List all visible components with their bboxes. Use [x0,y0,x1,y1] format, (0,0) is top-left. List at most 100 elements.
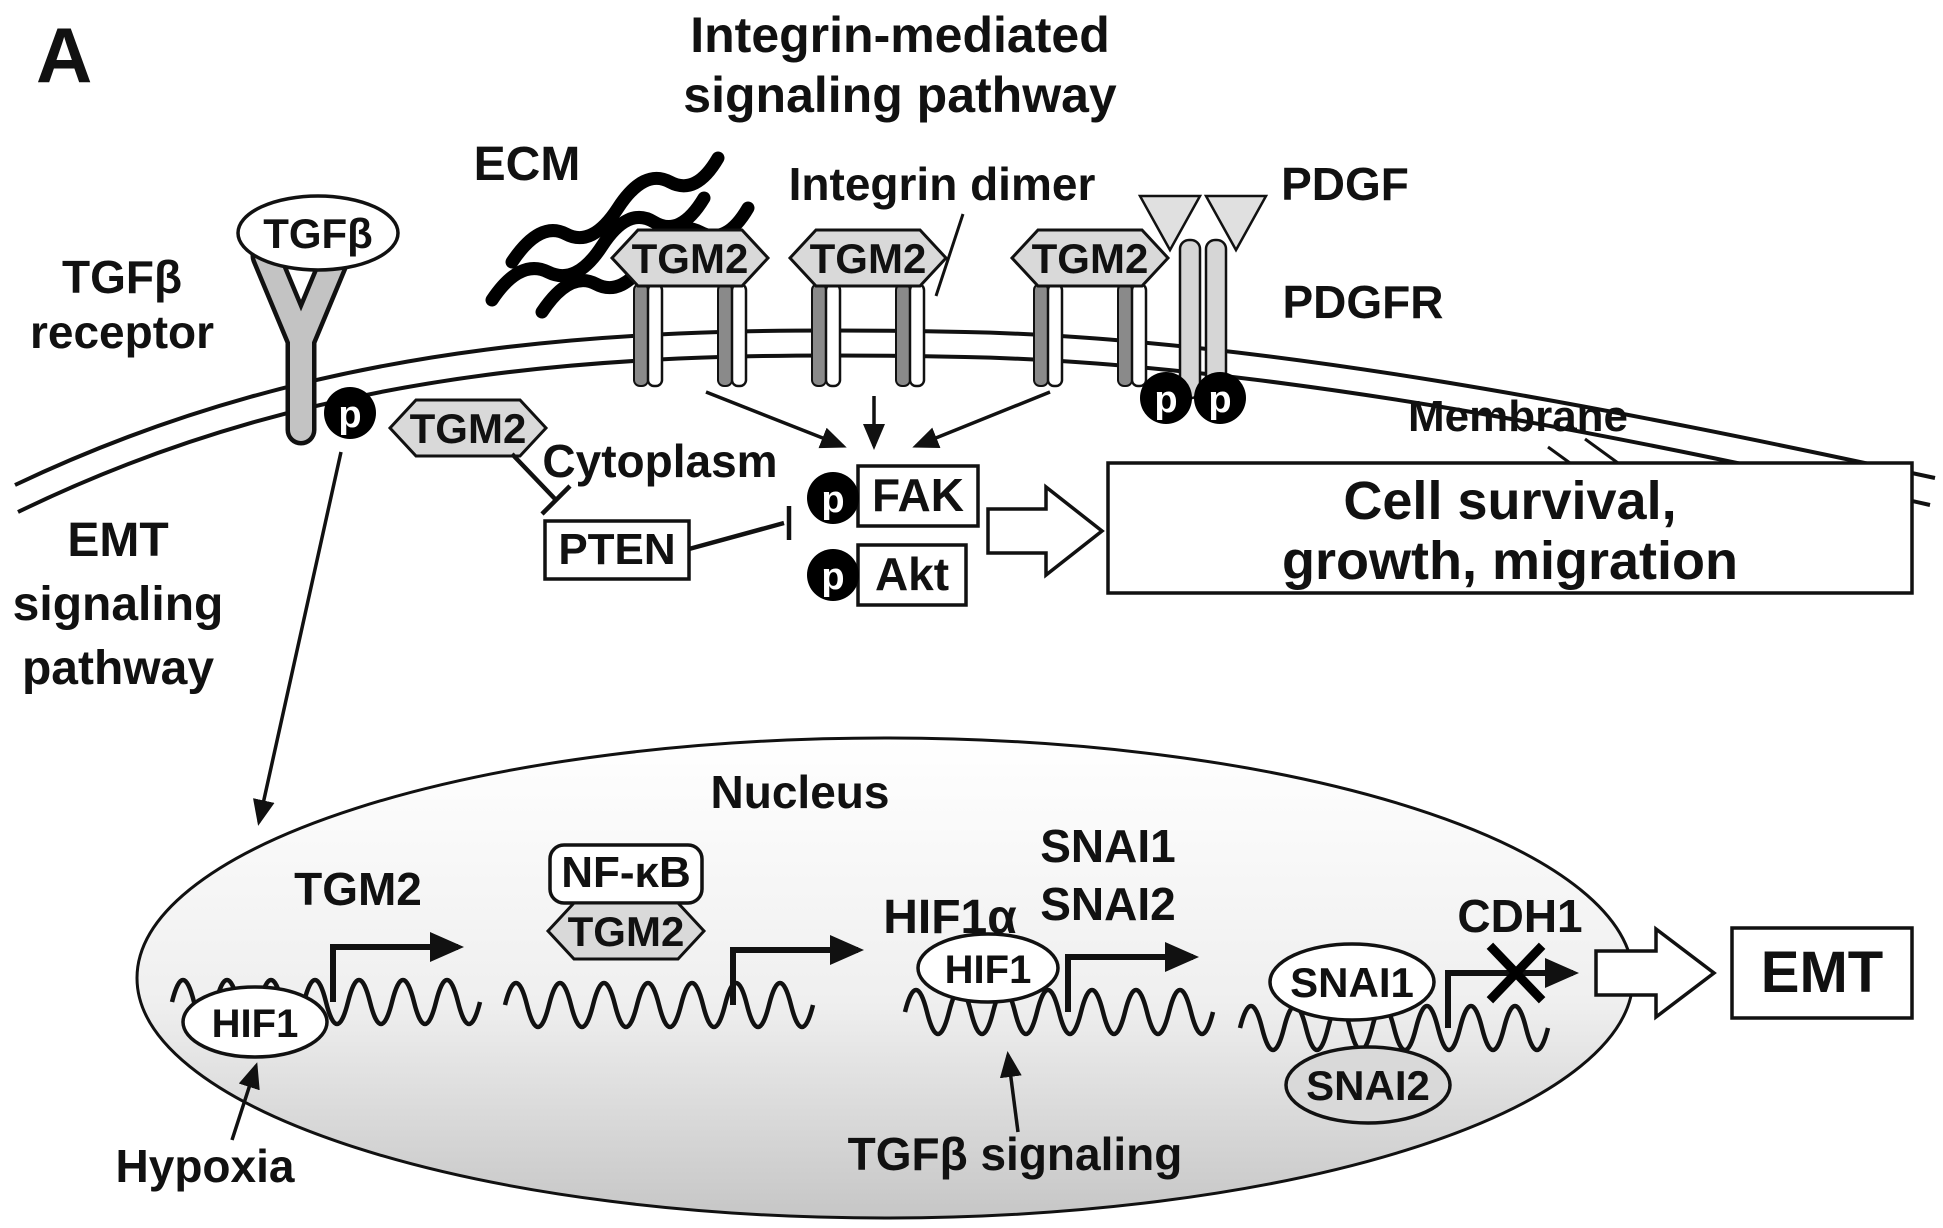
snai1-ellipse [1268,942,1436,1022]
hypoxia-arrow [230,1062,260,1141]
membrane-inner-line [17,353,1931,514]
emt-block-arrow [1594,925,1717,1021]
tgm2-label: TGM2 [632,235,749,282]
integrin-subunit-light [824,282,842,388]
pdgf-ligand-triangle [1203,194,1269,253]
receptor-to-nucleus-arrow [253,451,343,826]
phospho-circle [807,549,859,601]
pten-inhibits-fak-line [688,520,785,552]
pdgfr-label: PDGFR [1283,276,1444,328]
cell-membrane: Membrane [14,328,1936,514]
nfkb-label: NF-κB [561,848,691,897]
title-line-1: Integrin-mediated [690,7,1109,63]
tgm2-hexagon [1009,228,1171,288]
phospho-label: p [1154,379,1177,421]
title-line-2: signaling pathway [683,67,1117,123]
ecm-fiber [485,191,711,307]
tgm2-nuclear-label: TGM2 [568,908,685,955]
gene-label-tgm2: TGM2 [294,863,422,915]
integrin-subunit-dark [1117,283,1133,387]
hypoxia-label: Hypoxia [116,1140,295,1192]
membrane-pointer-line [1584,437,1619,465]
pdgfr-subunit [1178,238,1202,400]
integrin-subunit-dark [717,283,733,387]
tgm2-hexagon-nuclear [545,901,707,961]
tgfb-ligand-ellipse [236,194,400,272]
membrane-label: Membrane [1408,392,1628,441]
diagram-title: Integrin-mediated signaling pathway [683,7,1117,123]
tgm2-inhibits-pten-bar [540,484,572,516]
emt-box [1730,926,1914,1020]
ecm-label: ECM [474,138,581,191]
tgm2-hexagon-cytoplasm [387,398,549,458]
hif1-label: HIF1 [212,1002,299,1046]
phospho-label: p [821,479,844,521]
tgm2-cytoplasm-label: TGM2 [410,405,527,452]
integrin-to-fak-arrow [705,390,847,449]
phospho-circle [807,472,859,524]
integrin-subunit-light [1046,282,1064,388]
pdgf-ligand-triangle [1137,194,1203,253]
tgm2-inhibits-pten-line [510,452,558,502]
integrin-subunit-light [908,282,926,388]
snai1-label: SNAI1 [1290,959,1414,1006]
gene-label-cdh1: CDH1 [1457,890,1582,942]
gene-label-snai1: SNAI1 [1040,820,1175,872]
ecm-fiber [505,151,725,269]
emt-signaling-pathway: EMT signaling pathway [13,451,343,826]
integrin-subunit-dark [895,283,911,387]
panel-letter: A [36,11,92,99]
pten-box [543,519,691,581]
akt-label: Akt [875,548,949,600]
integrin-dimer-label: Integrin dimer [789,158,1096,210]
tgfb-receptor-label-line-1: TGFβ [62,251,182,303]
phospho-circle [1194,372,1246,424]
tgfb-receptor-complex: TGFβ TGFβ receptor p [30,194,400,446]
cytoplasm-label: Cytoplasm [542,435,777,487]
hif1-label: HIF1 [945,948,1032,992]
snai2-label: SNAI2 [1306,1062,1430,1109]
tgfb-receptor-label-line-2: receptor [30,306,214,358]
cell-survival-line-1: Cell survival, [1343,471,1676,531]
fak-label: FAK [872,469,964,521]
hif1-ellipse [181,985,329,1059]
integrin-subunit-dark [1033,283,1049,387]
phospho-label: p [338,394,361,436]
pdgf-receptor-complex: PDGF PDGFR p p [1137,158,1444,424]
tgm2-hexagon [609,228,771,288]
integrin-tgm2-complexes: TGM2 TGM2 TGM2 Integrin dimer [609,158,1171,388]
phospho-circle [324,387,376,439]
integrin-subunit-light [646,282,664,388]
nucleus-label: Nucleus [711,766,890,818]
gene-unit-cdh1: CDH1 SNAI1 SNAI2 [1240,890,1583,1125]
tgm2-label: TGM2 [810,235,927,282]
cytoplasm-signaling: TGM2 Cytoplasm PTEN FAK p Akt p Cell sur… [387,390,1914,607]
tgfb-ligand-label: TGFβ [263,210,373,257]
pdgf-label: PDGF [1281,158,1409,210]
integrin-subunit-dark [811,283,827,387]
phospho-circle [1140,372,1192,424]
integrin-tgm2-complex: TGM2 [609,228,771,388]
integrin-dimer-pointer-line [934,213,965,297]
phospho-label: p [821,556,844,598]
akt-box [856,543,968,607]
phospho-label: p [1208,379,1231,421]
tgfb-signaling-arrow [999,1051,1022,1133]
integrin-subunit-dark [633,283,649,387]
integrin-subunit-light [730,282,748,388]
membrane-outer-line [14,328,1936,487]
emt-pathway-label-line-3: pathway [22,642,214,695]
emt-pathway-label-line-2: signaling [13,578,224,631]
repression-x-mark [1486,942,1546,1004]
signal-block-arrow [986,483,1105,579]
tgfb-signaling-label: TGFβ signaling [848,1128,1183,1180]
integrin-tgm2-complex: TGM2 [1009,228,1171,388]
nucleus: Nucleus TGM2 HIF1 NF-κB TGM2 HIF1α SNAI1… [116,736,1914,1220]
tgm2-label: TGM2 [1032,235,1149,282]
integrin-subunit-light [1130,282,1148,388]
emt-box-label: EMT [1761,940,1883,1005]
gene-unit-snai: SNAI1 SNAI2 HIF1 [905,820,1213,1034]
cell-survival-box [1106,461,1914,595]
gene-unit-hif1a: NF-κB TGM2 HIF1α [505,843,1017,1027]
snai2-ellipse [1284,1045,1452,1125]
